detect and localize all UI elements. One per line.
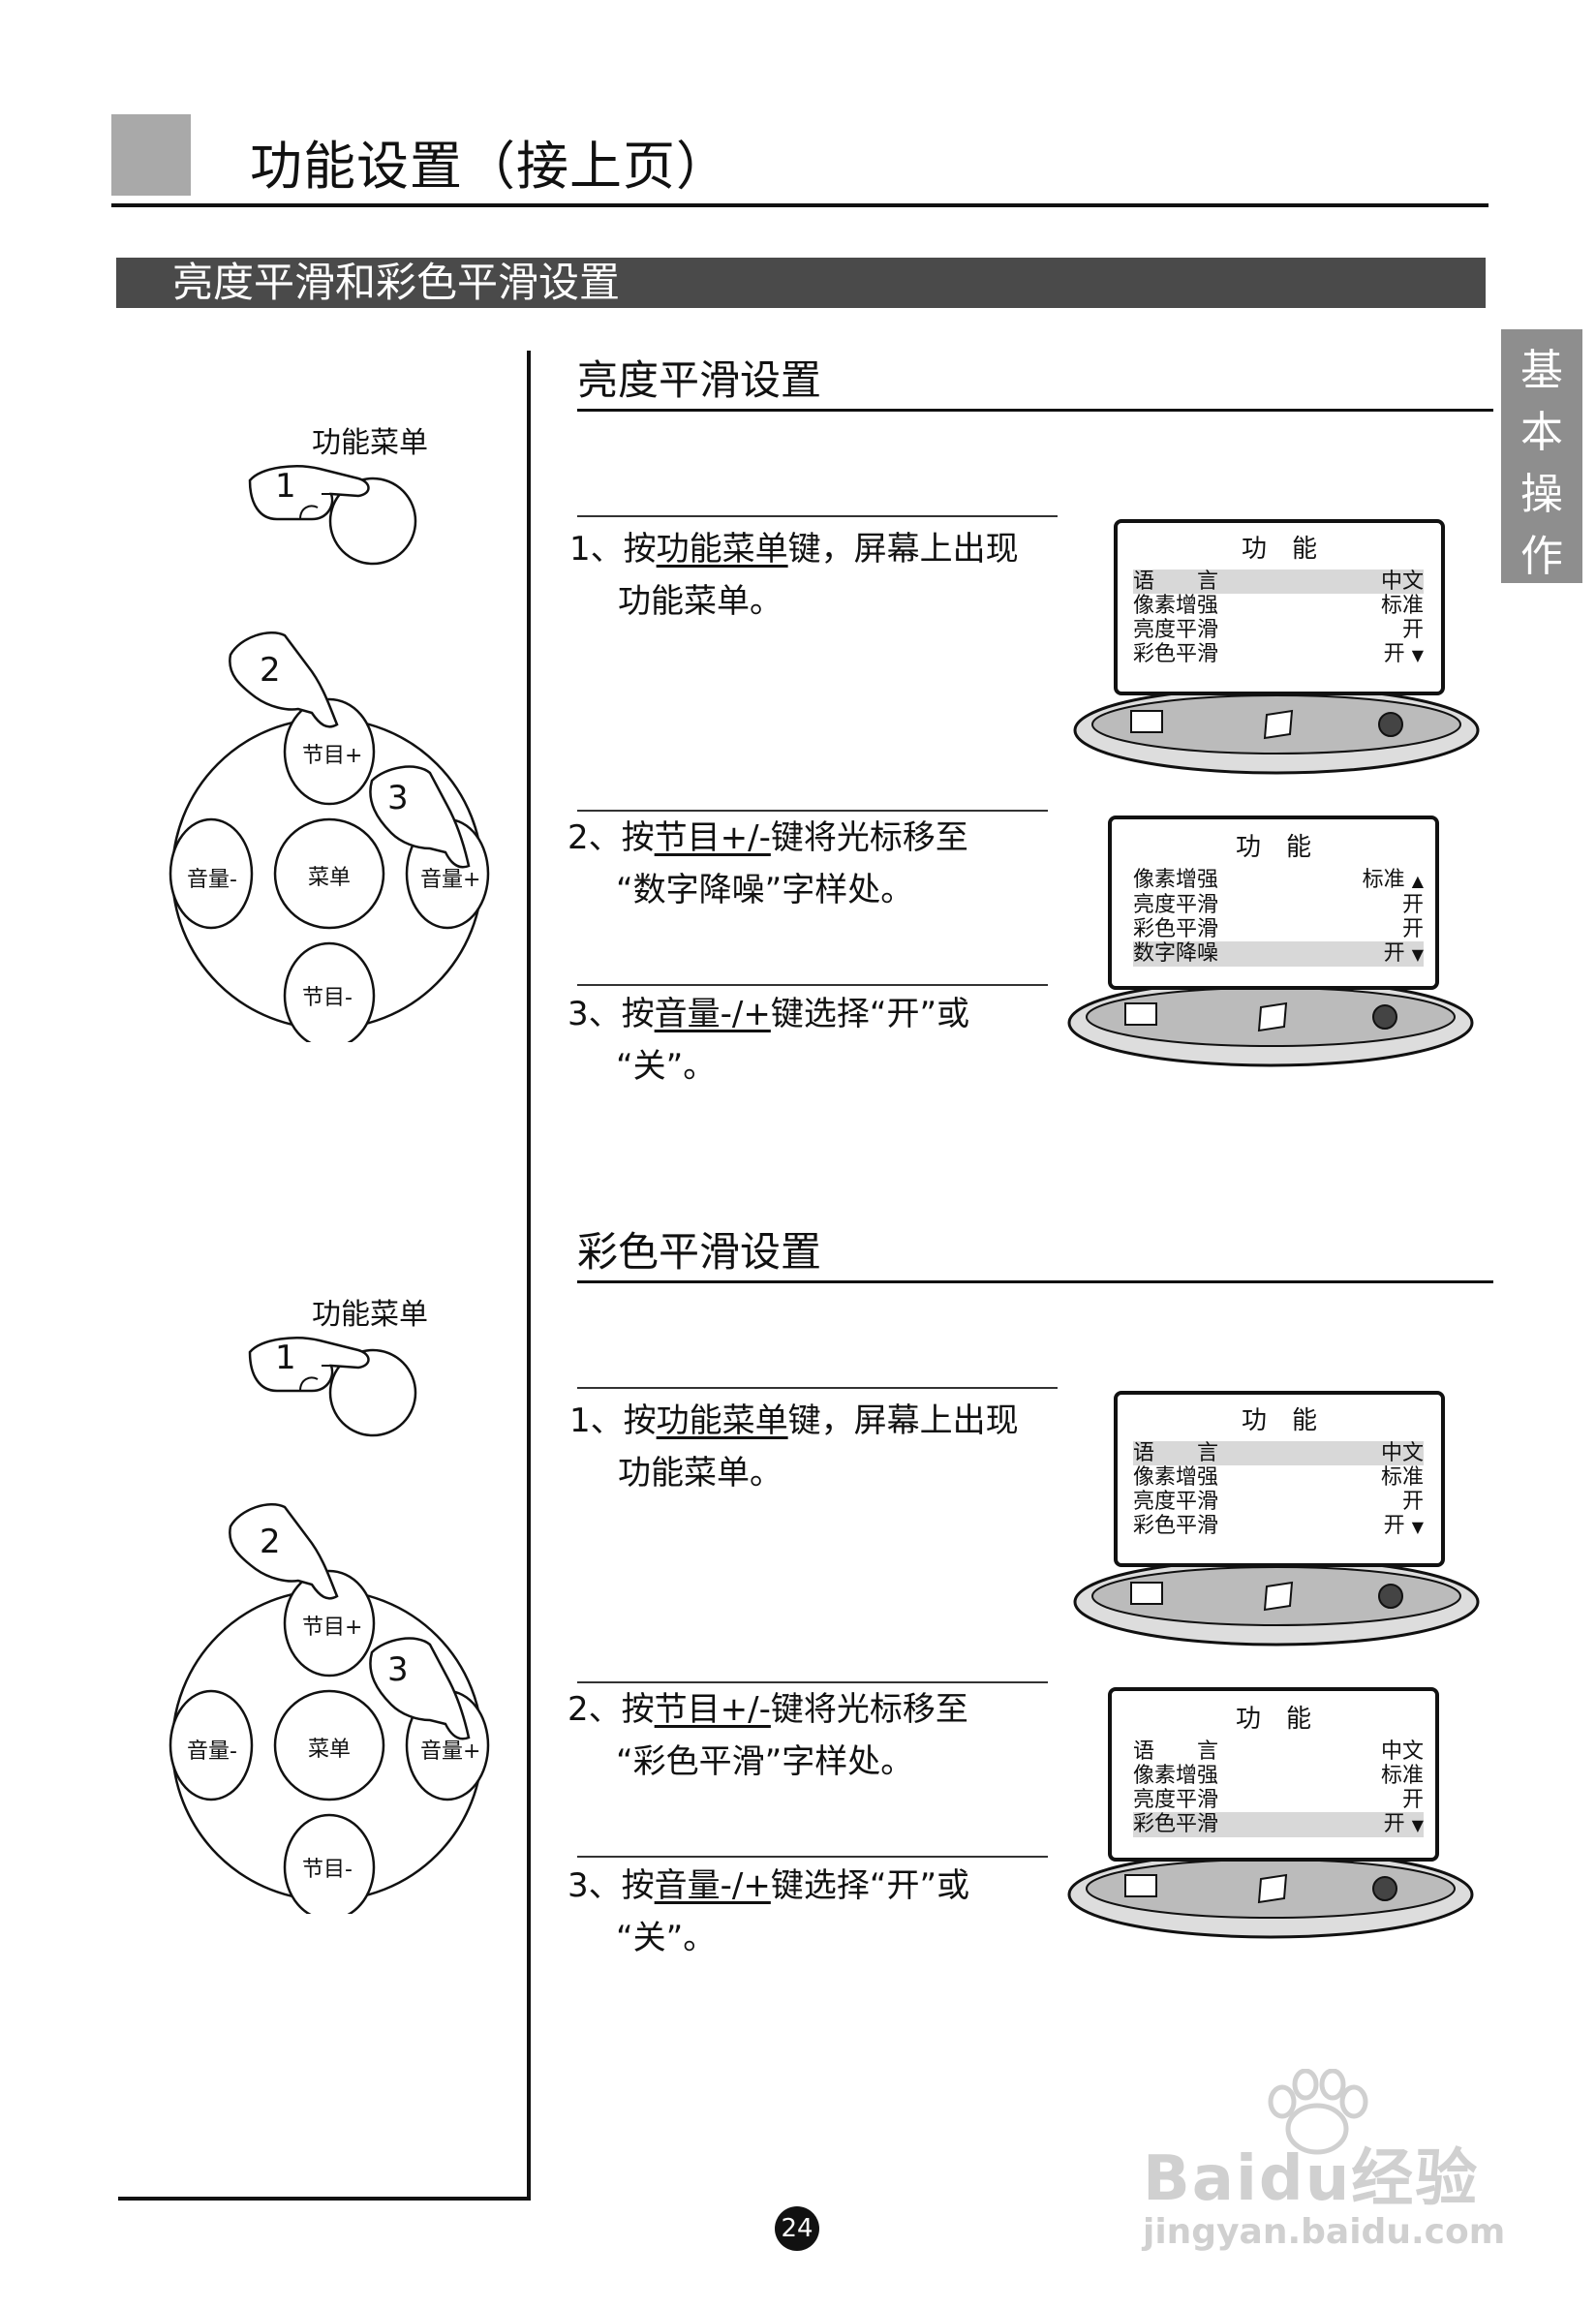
prog-down-key[interactable]: 节目- bbox=[302, 1858, 353, 1882]
page-number: 24 bbox=[775, 2206, 819, 2251]
scroll-up-icon: ▲ bbox=[1411, 872, 1424, 890]
step-3: 3、按音量-/+键选择“开”或 “关”。 bbox=[568, 1866, 970, 1957]
watermark-brand: Baidu经验 bbox=[1143, 2143, 1480, 2215]
menu-row: 亮度平滑开 bbox=[1133, 1490, 1424, 1514]
scroll-down-icon: ▼ bbox=[1411, 1518, 1424, 1536]
tv-menu-screen: 功 能 语 言中文 像素增强标准 亮度平滑开 彩色平滑开 ▼ bbox=[1067, 1687, 1474, 1958]
menu-row: 亮度平滑开 bbox=[1133, 1788, 1424, 1812]
key-name: 功能菜单 bbox=[656, 1401, 788, 1440]
menu-row: 彩色平滑开 ▼ bbox=[1133, 1812, 1424, 1837]
side-tab: 基 本 操 作 bbox=[1501, 329, 1582, 583]
step-number-badge: 3 bbox=[387, 779, 409, 817]
hand-press-menu-icon bbox=[248, 1337, 417, 1437]
menu-row: 亮度平滑开 bbox=[1133, 618, 1424, 642]
menu-key-label: 功能菜单 bbox=[312, 1298, 428, 1332]
menu-key[interactable]: 菜单 bbox=[308, 866, 352, 890]
step-1: 1、按功能菜单键，屏幕上出现 功能菜单。 bbox=[569, 530, 1019, 621]
prog-up-key[interactable]: 节目+ bbox=[302, 1616, 363, 1640]
menu-key-label: 功能菜单 bbox=[312, 426, 428, 460]
subsection-rule bbox=[577, 409, 1493, 412]
vol-down-key[interactable]: 音量- bbox=[187, 868, 237, 892]
step-3: 3、按音量-/+键选择“开”或 “关”。 bbox=[568, 995, 970, 1086]
tv-menu-screen: 功 能 语 言中文 像素增强标准 亮度平滑开 彩色平滑开 ▼ bbox=[1073, 1389, 1480, 1660]
tv-stand-icon bbox=[1067, 978, 1474, 1067]
screen-menu-list: 语 言中文 像素增强标准 亮度平滑开 彩色平滑开 ▼ bbox=[1133, 1739, 1424, 1837]
step-2: 2、按节目+/-键将光标移至 “彩色平滑”字样处。 bbox=[568, 1690, 968, 1781]
vol-down-key[interactable]: 音量- bbox=[187, 1739, 237, 1764]
scroll-down-icon: ▼ bbox=[1411, 945, 1424, 964]
menu-row: 彩色平滑开 ▼ bbox=[1133, 642, 1424, 666]
step-number-badge: 2 bbox=[260, 1523, 281, 1561]
key-name: 音量-/+ bbox=[654, 1866, 771, 1905]
key-name: 功能菜单 bbox=[656, 530, 788, 569]
tv-stand-icon bbox=[1073, 686, 1480, 775]
key-name: 音量-/+ bbox=[654, 995, 771, 1033]
side-tab-char: 基 bbox=[1520, 346, 1563, 395]
menu-row: 像素增强标准 ▲ bbox=[1133, 868, 1424, 892]
vol-up-key[interactable]: 音量+ bbox=[420, 1739, 481, 1764]
step-number-badge: 2 bbox=[260, 651, 281, 690]
side-tab-char: 作 bbox=[1520, 532, 1563, 581]
screen-menu-list: 像素增强标准 ▲ 亮度平滑开 彩色平滑开 数字降噪开 ▼ bbox=[1133, 868, 1424, 967]
paw-logo-icon bbox=[1268, 2069, 1368, 2155]
menu-row: 语 言中文 bbox=[1133, 1441, 1424, 1465]
side-tab-char: 本 bbox=[1520, 408, 1563, 457]
prog-up-key[interactable]: 节目+ bbox=[302, 744, 363, 768]
tv-menu-screen: 功 能 像素增强标准 ▲ 亮度平滑开 彩色平滑开 数字降噪开 ▼ bbox=[1067, 816, 1474, 1087]
menu-key[interactable]: 菜单 bbox=[308, 1738, 352, 1762]
header-rule bbox=[111, 203, 1489, 207]
menu-row: 语 言中文 bbox=[1133, 1739, 1424, 1764]
page-title: 功能设置（接上页） bbox=[250, 136, 729, 197]
screen-title: 功 能 bbox=[1235, 1705, 1311, 1734]
section-bar bbox=[116, 258, 1486, 308]
step-2: 2、按节目+/-键将光标移至 “数字降噪”字样处。 bbox=[568, 818, 968, 909]
hand-press-menu-icon bbox=[248, 465, 417, 566]
menu-row: 彩色平滑开 ▼ bbox=[1133, 1514, 1424, 1538]
step-divider bbox=[577, 984, 1048, 986]
menu-row: 亮度平滑开 bbox=[1133, 893, 1424, 917]
screen-title: 功 能 bbox=[1235, 833, 1311, 862]
screen-menu-list: 语 言中文 像素增强标准 亮度平滑开 彩色平滑开 ▼ bbox=[1133, 1441, 1424, 1539]
key-name: 节目+/- bbox=[654, 818, 771, 857]
bottom-rule bbox=[118, 2197, 531, 2201]
step-number-badge: 1 bbox=[275, 1339, 296, 1377]
column-divider bbox=[527, 351, 531, 2201]
step-divider bbox=[577, 515, 1058, 517]
prog-down-key[interactable]: 节目- bbox=[302, 986, 353, 1010]
header-square bbox=[111, 114, 191, 196]
side-tab-char: 操 bbox=[1520, 470, 1563, 519]
watermark-url: jingyan.baidu.com bbox=[1143, 2212, 1506, 2252]
step-number-badge: 3 bbox=[387, 1650, 409, 1689]
subsection-title: 亮度平滑设置 bbox=[577, 356, 822, 404]
remote-pad-diagram bbox=[169, 631, 490, 1042]
tv-menu-screen: 功 能 语 言中文 像素增强标准 亮度平滑开 彩色平滑开 ▼ bbox=[1073, 517, 1480, 788]
step-divider bbox=[577, 1856, 1048, 1858]
step-divider bbox=[577, 1387, 1058, 1389]
remote-pad-diagram bbox=[169, 1502, 490, 1914]
menu-row: 像素增强标准 bbox=[1133, 594, 1424, 618]
step-1: 1、按功能菜单键，屏幕上出现 功能菜单。 bbox=[569, 1401, 1019, 1493]
step-divider bbox=[577, 1681, 1048, 1683]
vol-up-key[interactable]: 音量+ bbox=[420, 868, 481, 892]
scroll-down-icon: ▼ bbox=[1411, 646, 1424, 664]
scroll-down-icon: ▼ bbox=[1411, 1816, 1424, 1834]
step-number-badge: 1 bbox=[275, 467, 296, 506]
section-title: 亮度平滑和彩色平滑设置 bbox=[172, 259, 621, 306]
tv-stand-icon bbox=[1067, 1850, 1474, 1939]
subsection-title: 彩色平滑设置 bbox=[577, 1228, 822, 1276]
menu-row: 彩色平滑开 bbox=[1133, 917, 1424, 941]
tv-stand-icon bbox=[1073, 1557, 1480, 1647]
menu-row: 数字降噪开 ▼ bbox=[1133, 941, 1424, 967]
screen-title: 功 能 bbox=[1241, 535, 1317, 564]
menu-row: 像素增强标准 bbox=[1133, 1465, 1424, 1490]
menu-row: 语 言中文 bbox=[1133, 570, 1424, 594]
key-name: 节目+/- bbox=[654, 1690, 771, 1729]
step-divider bbox=[577, 810, 1048, 812]
screen-title: 功 能 bbox=[1241, 1406, 1317, 1435]
screen-menu-list: 语 言中文 像素增强标准 亮度平滑开 彩色平滑开 ▼ bbox=[1133, 570, 1424, 667]
menu-row: 像素增强标准 bbox=[1133, 1764, 1424, 1788]
subsection-rule bbox=[577, 1280, 1493, 1283]
